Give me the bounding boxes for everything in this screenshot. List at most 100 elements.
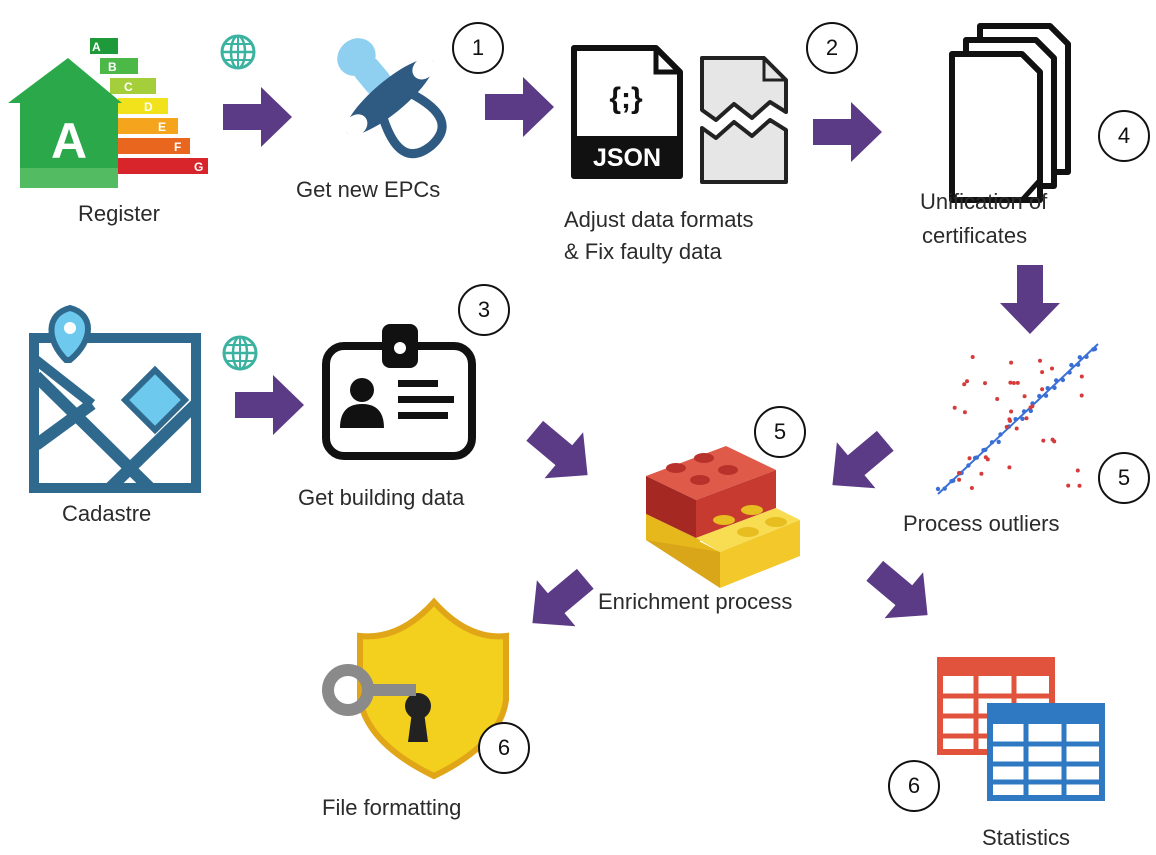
outlier-point [1011, 381, 1016, 385]
shield-key-icon [322, 597, 509, 780]
unification-label-line1: Unification of [920, 189, 1048, 214]
outlier-point [1009, 409, 1014, 414]
outlier-point [1077, 483, 1082, 488]
trend-point [1021, 409, 1027, 414]
trend-point [1069, 362, 1074, 368]
trend-point [1020, 416, 1025, 421]
outlier-point [970, 355, 975, 359]
outlier-point [1022, 394, 1027, 399]
arrow-outliers-to-enrichment [813, 417, 905, 509]
trend-point [989, 440, 995, 445]
outlier-point [1015, 380, 1020, 385]
outlier-point [1007, 417, 1012, 422]
outlier-point [1038, 358, 1042, 363]
step-badge: 1 [452, 22, 504, 74]
outlier-point [962, 382, 967, 387]
step-badge: 4 [1098, 110, 1150, 162]
trend-point [974, 455, 979, 460]
arrow-building-to-enrichment [515, 407, 607, 499]
adjust-data-label-line2: & Fix faulty data [564, 239, 722, 264]
arrow-unification-to-outliers [1000, 265, 1060, 334]
outlier-point [1004, 425, 1009, 429]
arrow-cadastre-to-building [235, 375, 304, 435]
scatter-plot-icon [935, 343, 1099, 495]
scale-letter: F [174, 140, 181, 154]
globe-icon [220, 34, 256, 70]
arrow-epcs-to-adjust [485, 77, 554, 137]
step-badge: 5 [754, 406, 806, 458]
process-outliers-label: Process outliers [903, 511, 1060, 536]
outlier-point [1008, 380, 1013, 385]
pacifier-icon [337, 38, 447, 159]
scale-letter: C [124, 80, 133, 94]
outlier-point [962, 410, 967, 415]
outlier-point [957, 471, 961, 475]
enrichment-process-label: Enrichment process [598, 589, 793, 614]
scale-letter: B [108, 60, 117, 74]
globe-icon [222, 335, 258, 371]
outlier-point [1007, 465, 1012, 470]
unification-label-line2: certificates [922, 223, 1028, 248]
arrow-enrichment-to-file [513, 555, 605, 647]
map-icon [29, 304, 201, 493]
outlier-point [1040, 387, 1045, 392]
id-badge-icon [322, 324, 476, 460]
outlier-point [1050, 366, 1054, 371]
arrow-adjust-to-unification [813, 102, 882, 162]
statistics-label: Statistics [982, 825, 1071, 850]
trend-point [1013, 417, 1018, 422]
step-badge: 6 [478, 722, 530, 774]
outlier-point [1066, 483, 1071, 488]
outlier-point [1014, 426, 1019, 431]
trend-point [951, 478, 956, 483]
outlier-point [995, 397, 1000, 401]
json-caption: JSON [593, 144, 661, 172]
trend-point [935, 486, 941, 492]
file-formatting-label: File formatting [322, 795, 462, 820]
arrow-enrichment-to-statistics [855, 547, 947, 639]
trend-point [942, 486, 947, 491]
trend-point [1052, 385, 1057, 390]
outlier-point [1041, 438, 1046, 443]
outlier-point [967, 456, 972, 461]
outlier-point [1079, 393, 1084, 398]
trend-point [1043, 393, 1049, 398]
outlier-point [979, 471, 984, 476]
step-badge: 6 [888, 760, 940, 812]
trend-point [1060, 377, 1066, 383]
outlier-point [1079, 374, 1084, 379]
energy-label-house-icon: A B C D E F G A [8, 38, 208, 188]
adjust-data-label-line1: Adjust data formats [564, 207, 754, 232]
outlier-point [1040, 370, 1045, 375]
trend-point [1067, 370, 1072, 375]
house-letter: A [51, 113, 87, 169]
trend-point [1054, 378, 1059, 383]
outlier-point [983, 455, 988, 460]
documents-stack-icon [949, 23, 1071, 203]
outlier-point [957, 477, 962, 482]
json-file-icon: {;} JSON [571, 45, 683, 179]
arrow-register-to-epcs [223, 87, 292, 147]
step-badge: 3 [458, 284, 510, 336]
trend-point [1077, 355, 1083, 360]
scale-letter: D [144, 100, 153, 114]
scale-letter: E [158, 120, 166, 134]
get-new-epcs-label: Get new EPCs [296, 177, 441, 202]
step-badge: 2 [806, 22, 858, 74]
trend-point [1045, 386, 1050, 391]
trend-point [998, 432, 1003, 437]
trend-point [1037, 393, 1042, 399]
outlier-point [1009, 360, 1014, 365]
register-label: Register [78, 201, 160, 226]
outlier-point [1024, 416, 1029, 421]
scale-letter: G [194, 160, 203, 174]
trend-point [966, 463, 971, 468]
trend-point [983, 447, 988, 452]
outlier-point [983, 381, 987, 386]
lego-bricks-icon [646, 446, 800, 588]
outlier-point [1030, 404, 1035, 409]
outlier-point [952, 405, 957, 410]
broken-file-icon [700, 56, 788, 184]
trend-point [1092, 346, 1098, 352]
